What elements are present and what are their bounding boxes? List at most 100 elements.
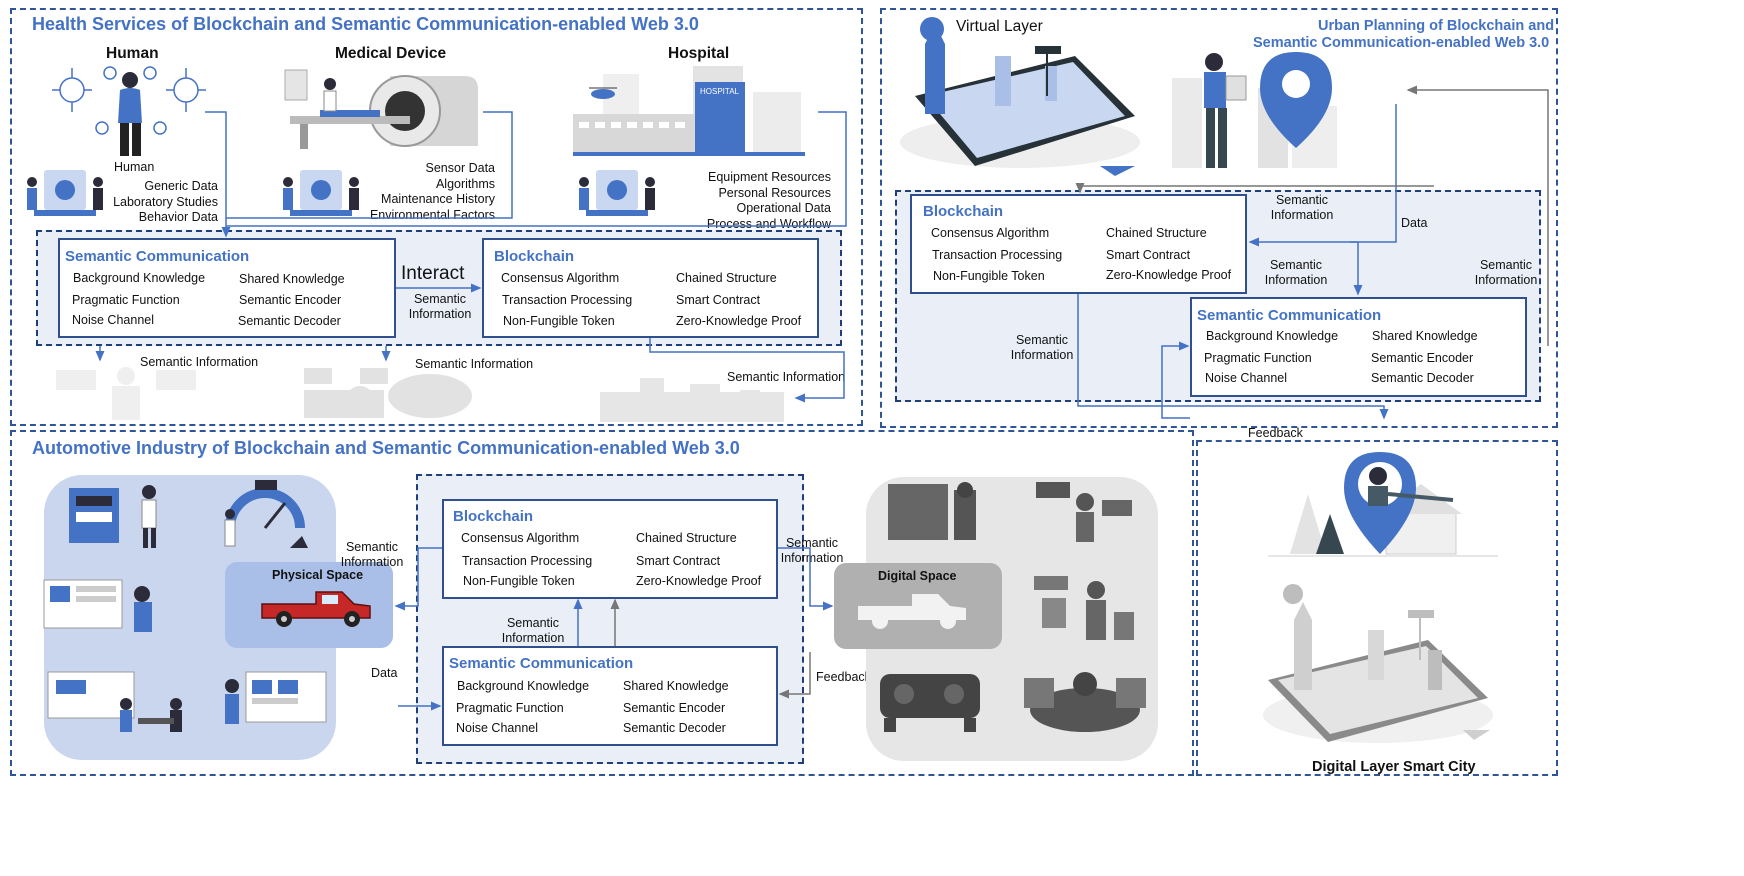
semcom-item: Noise Channel bbox=[72, 313, 154, 327]
blockchain-item: Chained Structure bbox=[636, 531, 737, 545]
health-blockchain-card: Blockchain Consensus Algorithm Transacti… bbox=[482, 238, 819, 338]
semcom-item: Noise Channel bbox=[456, 721, 538, 735]
feedback-label: Feedback bbox=[816, 670, 871, 684]
urban-blockchain-card: Blockchain Consensus Algorithm Transacti… bbox=[910, 194, 1247, 294]
semcom-item: Pragmatic Function bbox=[1204, 351, 1312, 365]
semcom-item: Shared Knowledge bbox=[623, 679, 729, 693]
feedback-label: Feedback bbox=[1248, 426, 1303, 440]
blockchain-title: Blockchain bbox=[923, 203, 1004, 220]
data-label: Data bbox=[1401, 216, 1428, 230]
blockchain-item: Smart Contract bbox=[636, 554, 721, 568]
virtual-layer-label: Virtual Layer bbox=[956, 18, 1043, 35]
blockchain-item: Non-Fungible Token bbox=[503, 314, 615, 328]
smart-city-tablet-illustration bbox=[1263, 584, 1493, 743]
human-illustration bbox=[50, 58, 210, 158]
urban-title-line1: Urban Planning of Blockchain and bbox=[1318, 18, 1555, 34]
semcom-item: Semantic Decoder bbox=[623, 721, 726, 735]
semantic-information-label: Semantic Information bbox=[140, 355, 259, 369]
digital-space-label: Digital Space bbox=[878, 569, 957, 583]
interact-label: Interact bbox=[401, 263, 465, 284]
semantic-information-label: Semantic Information bbox=[1264, 258, 1328, 287]
auto-semcom-card: Semantic Communication Background Knowle… bbox=[442, 646, 778, 746]
semcom-item: Semantic Encoder bbox=[623, 701, 726, 715]
blockchain-item: Non-Fungible Token bbox=[933, 269, 1045, 283]
hospital-heading: Hospital bbox=[668, 45, 730, 62]
auto-blockchain-card: Blockchain Consensus Algorithm Transacti… bbox=[442, 499, 778, 599]
smart-city-location-illustration bbox=[1268, 452, 1498, 557]
semcom-item: Semantic Decoder bbox=[238, 314, 341, 328]
human-heading: Human bbox=[106, 45, 159, 62]
gray-robot-illustration bbox=[1036, 482, 1132, 542]
blockchain-item: Consensus Algorithm bbox=[931, 226, 1050, 240]
semcom-title: Semantic Communication bbox=[65, 248, 250, 265]
blockchain-item: Consensus Algorithm bbox=[501, 271, 620, 285]
gray-worker-illustration bbox=[888, 482, 976, 540]
semantic-information-label: Semantic Information bbox=[408, 292, 472, 321]
presenter-illustration bbox=[225, 671, 327, 724]
analyst-illustration bbox=[43, 579, 152, 632]
team-meeting-illustration bbox=[47, 671, 182, 732]
urban-semcom-card: Semantic Communication Background Knowle… bbox=[1190, 297, 1527, 397]
gray-vr-illustration bbox=[1024, 672, 1146, 732]
health-semcom-card: Semantic Communication Background Knowle… bbox=[58, 238, 396, 338]
physical-space-label: Physical Space bbox=[272, 568, 364, 582]
urban-title-line2: Semantic Communication-enabled Web 3.0 bbox=[1253, 35, 1550, 51]
semcom-item: Semantic Decoder bbox=[1371, 371, 1474, 385]
blockchain-item: Transaction Processing bbox=[462, 554, 593, 568]
blockchain-item: Consensus Algorithm bbox=[461, 531, 580, 545]
blockchain-item: Non-Fungible Token bbox=[463, 574, 575, 588]
semcom-item: Background Knowledge bbox=[73, 271, 206, 285]
blockchain-item: Chained Structure bbox=[1106, 226, 1207, 240]
urban-panel bbox=[880, 8, 1558, 428]
blockchain-item: Smart Contract bbox=[676, 293, 761, 307]
health-panel bbox=[10, 8, 863, 426]
semcom-item: Shared Knowledge bbox=[1372, 329, 1478, 343]
semcom-title: Semantic Communication bbox=[1197, 307, 1382, 324]
blockchain-item: Smart Contract bbox=[1106, 248, 1191, 262]
semantic-information-label: Semantic Information bbox=[501, 616, 565, 645]
red-pickup-truck-icon bbox=[261, 591, 371, 627]
semcom-item: Pragmatic Function bbox=[456, 701, 564, 715]
blockchain-title: Blockchain bbox=[494, 248, 575, 265]
gray-machinery-illustration bbox=[880, 674, 980, 732]
blockchain-people-icon bbox=[27, 170, 103, 216]
faded-device-illustration bbox=[304, 368, 472, 418]
semantic-information-label: Semantic Information bbox=[340, 540, 404, 569]
blockchain-item: Zero-Knowledge Proof bbox=[1106, 268, 1232, 282]
semcom-item: Background Knowledge bbox=[1206, 329, 1339, 343]
digital-city-panel bbox=[1196, 440, 1558, 776]
semantic-information-label: Semantic Information bbox=[780, 536, 844, 565]
semcom-item: Shared Knowledge bbox=[239, 272, 345, 286]
semcom-item: Background Knowledge bbox=[457, 679, 590, 693]
health-title: Health Services of Blockchain and Semant… bbox=[32, 14, 699, 34]
semcom-item: Noise Channel bbox=[1205, 371, 1287, 385]
semcom-item: Pragmatic Function bbox=[72, 293, 180, 307]
blockchain-item: Chained Structure bbox=[676, 271, 777, 285]
auto-panel bbox=[10, 430, 1194, 776]
risk-meter-illustration bbox=[224, 480, 308, 548]
data-label: Data bbox=[371, 666, 398, 680]
faded-human-illustration bbox=[56, 367, 196, 420]
blockchain-item: Transaction Processing bbox=[502, 293, 633, 307]
blockchain-people-icon bbox=[579, 170, 655, 216]
hospital-illustration: HOSPITAL bbox=[573, 66, 805, 156]
semcom-item: Semantic Encoder bbox=[239, 293, 342, 307]
faded-hospital-illustration bbox=[600, 378, 784, 422]
svg-text:HOSPITAL: HOSPITAL bbox=[700, 87, 740, 96]
semantic-information-label: Semantic Information bbox=[1010, 333, 1074, 362]
blockchain-item: Transaction Processing bbox=[932, 248, 1063, 262]
blockchain-item: Zero-Knowledge Proof bbox=[636, 574, 762, 588]
semcom-item: Semantic Encoder bbox=[1371, 351, 1474, 365]
gray-pickup-truck-icon bbox=[858, 594, 966, 629]
human-sublabel: Human bbox=[114, 160, 155, 174]
digital-layer-label: Digital Layer Smart City bbox=[1312, 759, 1476, 775]
gray-engineer-illustration bbox=[1034, 576, 1134, 640]
blockchain-title: Blockchain bbox=[453, 508, 534, 525]
auto-title: Automotive Industry of Blockchain and Se… bbox=[32, 438, 740, 458]
semantic-information-label: Semantic Information bbox=[1270, 193, 1334, 222]
workers-illustration bbox=[69, 485, 157, 548]
medical-device-heading: Medical Device bbox=[335, 45, 447, 62]
